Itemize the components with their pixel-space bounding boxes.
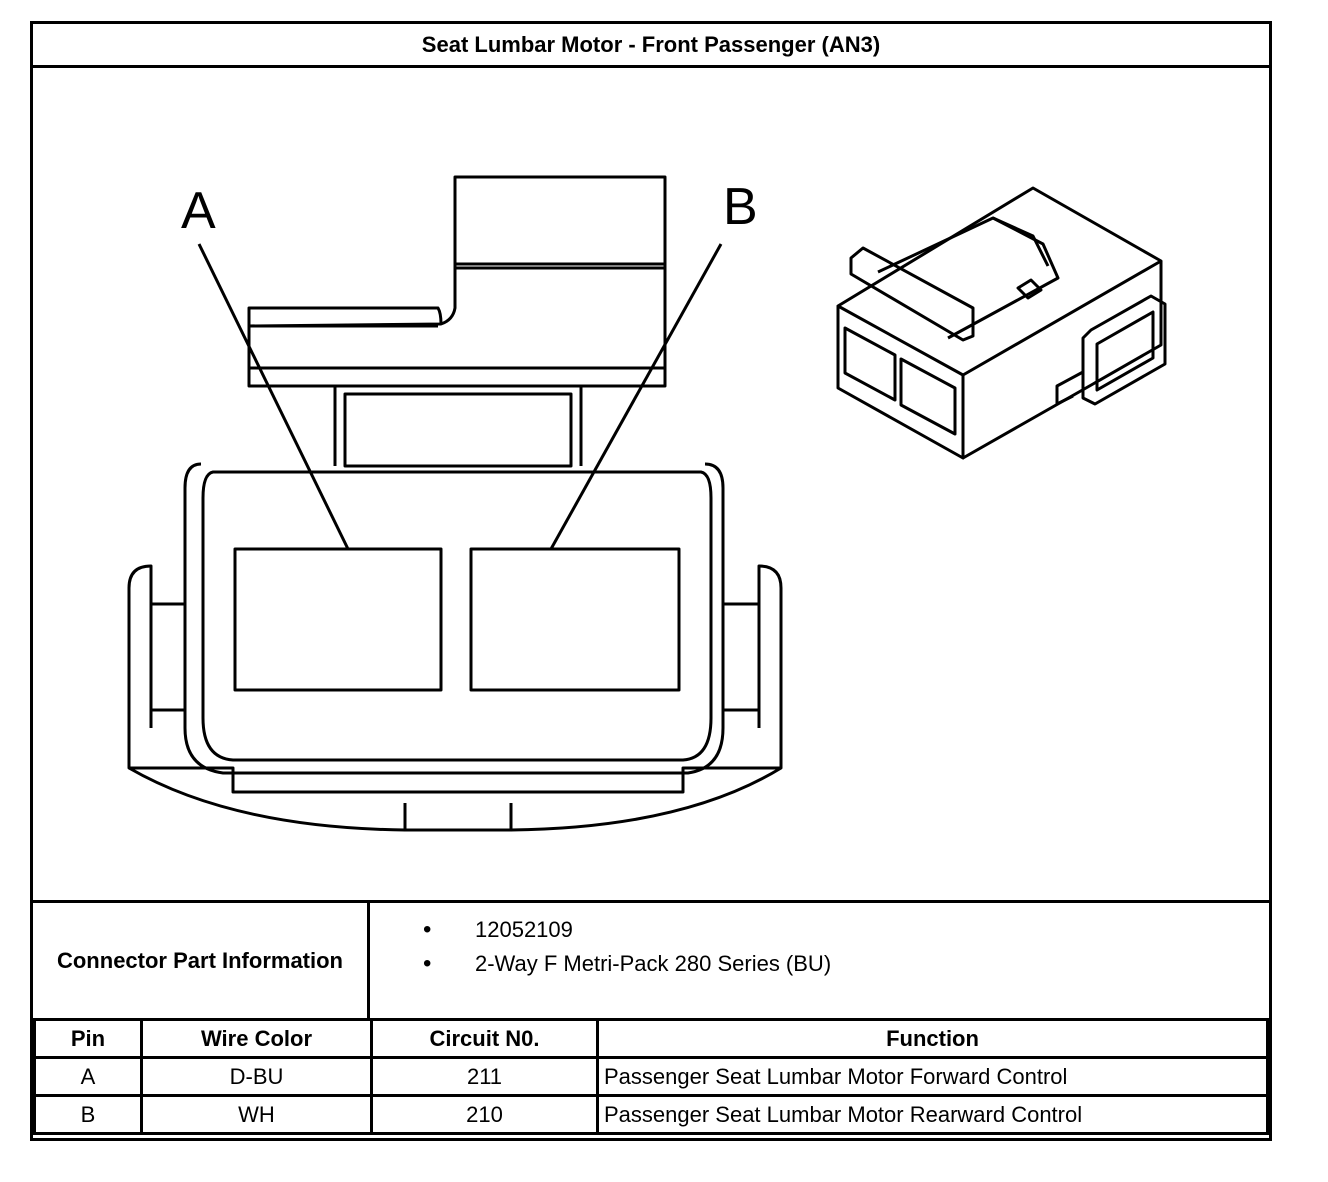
circuit-cell: 211: [370, 1056, 599, 1097]
connector-part-info-list: 12052109 2-Way F Metri-Pack 280 Series (…: [413, 913, 831, 981]
connector-type: 2-Way F Metri-Pack 280 Series (BU): [413, 947, 831, 981]
callout-b-label: B: [723, 178, 758, 236]
pin-table-header: Pin Wire Color Circuit N0. Function: [33, 1018, 1269, 1059]
wire-color-cell: WH: [140, 1094, 373, 1135]
connector-figure: A B: [33, 68, 1269, 900]
connector-isometric-view: [836, 186, 1167, 460]
table-row: B WH 210 Passenger Seat Lumbar Motor Rea…: [33, 1094, 1269, 1135]
wire-color-cell: D-BU: [140, 1056, 373, 1097]
cavity-b: [469, 547, 681, 692]
cavity-a: [233, 547, 443, 692]
header-pin: Pin: [33, 1018, 143, 1059]
function-cell: Passenger Seat Lumbar Motor Forward Cont…: [596, 1056, 1269, 1097]
callout-a-label: A: [181, 182, 216, 240]
connector-body: [127, 462, 783, 832]
pin-cell: A: [33, 1056, 143, 1097]
header-circuit: Circuit N0.: [370, 1018, 599, 1059]
page-title: Seat Lumbar Motor - Front Passenger (AN3…: [33, 24, 1269, 68]
connector-end-view-drawing: A B: [127, 175, 1167, 832]
latch-block: [247, 175, 667, 388]
connector-sheet: Seat Lumbar Motor - Front Passenger (AN3…: [30, 21, 1272, 1141]
connector-neck: [333, 386, 583, 468]
header-wire-color: Wire Color: [140, 1018, 373, 1059]
pin-cell: B: [33, 1094, 143, 1135]
function-cell: Passenger Seat Lumbar Motor Rearward Con…: [596, 1094, 1269, 1135]
leader-line-b: [549, 243, 723, 550]
header-function: Function: [596, 1018, 1269, 1059]
connector-part-info: Connector Part Information 12052109 2-Wa…: [33, 900, 1269, 1018]
pin-table: Pin Wire Color Circuit N0. Function A D-…: [33, 1018, 1269, 1135]
part-number: 12052109: [413, 913, 831, 947]
leader-line-a: [197, 243, 350, 550]
circuit-cell: 210: [370, 1094, 599, 1135]
connector-part-info-label: Connector Part Information: [33, 903, 370, 1018]
table-row: A D-BU 211 Passenger Seat Lumbar Motor F…: [33, 1056, 1269, 1097]
